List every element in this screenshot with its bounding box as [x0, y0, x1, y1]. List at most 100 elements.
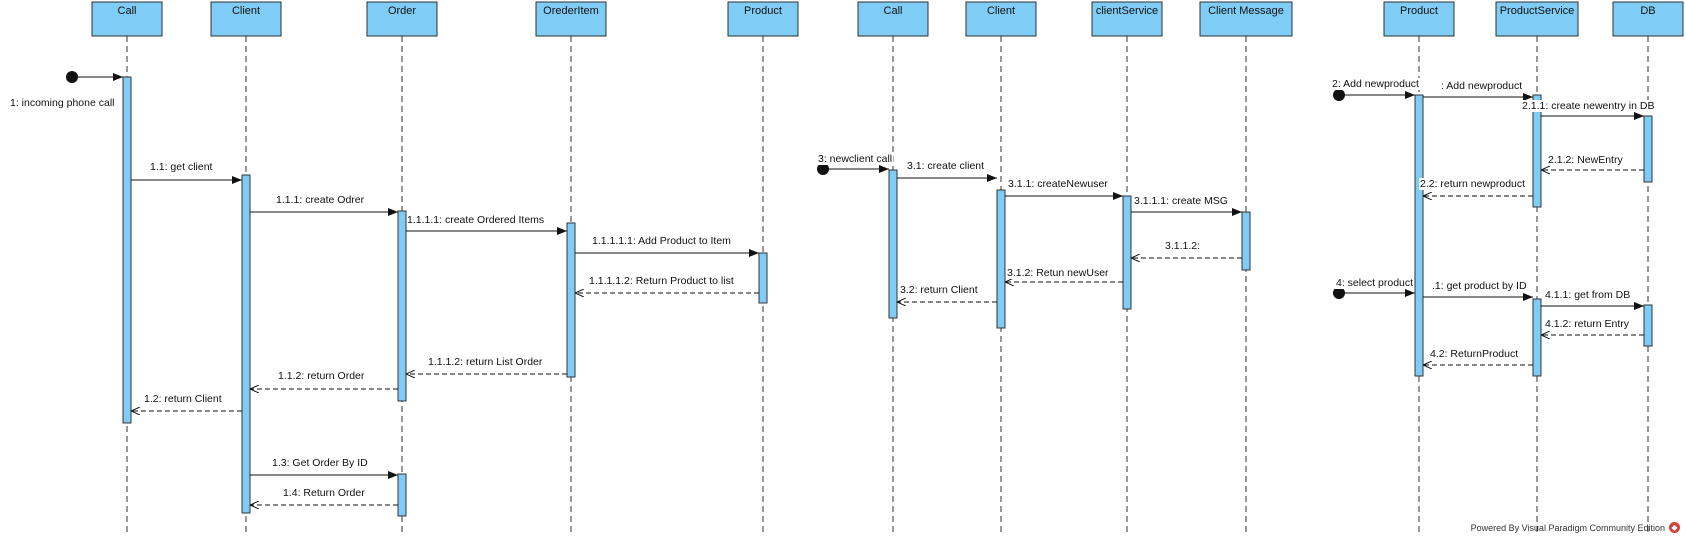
lifeline-client2[interactable]: Client — [965, 1, 1037, 536]
message-label: 1.1: get client — [150, 161, 213, 173]
message-m1-4[interactable]: 1.4: Return Order — [250, 487, 398, 505]
lifeline-box[interactable] — [857, 1, 929, 37]
message-m4-1[interactable]: .1: get product by ID — [1423, 280, 1533, 301]
message-label: : Add newproduct — [1441, 80, 1522, 92]
activation-bar-call1[interactable] — [122, 76, 132, 424]
lifeline-box[interactable] — [727, 1, 799, 37]
message-m1-1-1-1-2[interactable]: 1.1.1.1.2: Return Product to list — [575, 275, 759, 293]
message-label: 3.1.1.2: — [1165, 240, 1200, 252]
message-label-background — [1429, 348, 1520, 360]
lifeline-box[interactable] — [1091, 1, 1163, 37]
message-label: 3.1.2: Retun newUser — [1007, 267, 1109, 279]
message-m1[interactable]: 1: incoming phone call — [9, 71, 123, 109]
lifeline-box[interactable] — [1383, 1, 1455, 37]
activation-bar-productservice[interactable] — [1532, 298, 1542, 377]
lifeline-label: DB — [1640, 5, 1655, 17]
lifeline-box[interactable] — [965, 1, 1037, 37]
message-m4-2[interactable]: 4.2: ReturnProduct — [1423, 348, 1533, 365]
message-m1-1-2[interactable]: 1.1.2: return Order — [250, 370, 398, 389]
message-label-background — [1431, 280, 1528, 292]
message-m3-1-1-1[interactable]: 3.1.1.1: create MSG — [1131, 195, 1242, 216]
lifeline-orederitem[interactable]: OrederItem — [535, 1, 607, 536]
message-label-background — [1544, 318, 1631, 330]
lifeline-label: Call — [884, 5, 903, 17]
lifeline-box[interactable] — [210, 1, 282, 37]
message-label: 1.4: Return Order — [283, 487, 365, 499]
message-m3-1[interactable]: 3.1: create client — [897, 160, 997, 182]
message-m1-2[interactable]: 1.2: return Client — [131, 393, 242, 411]
activation-bar-order[interactable] — [397, 210, 407, 402]
message-label-background — [1419, 178, 1527, 190]
lifeline-db[interactable]: DB — [1612, 1, 1684, 536]
activation-bar-clientservice[interactable] — [1122, 195, 1132, 310]
activation-bar-clientmessage[interactable] — [1241, 211, 1251, 271]
message-m3-1-2[interactable]: 3.1.2: Retun newUser — [1005, 267, 1123, 282]
message-label: 1.1.1: create Odrer — [276, 194, 365, 206]
lifeline-label: Client — [232, 5, 260, 17]
message-m4-1-1[interactable]: 4.1.1: get from DB — [1541, 289, 1644, 310]
message-m1-1[interactable]: 1.1: get client — [131, 161, 242, 184]
lifeline-label: Call — [118, 5, 137, 17]
message-label-background — [1133, 195, 1229, 207]
message-m2-1-1[interactable]: 2.1.1: create newentry in DB — [1521, 100, 1656, 120]
message-label: 2.2: return newproduct — [1420, 178, 1525, 190]
activation-bar-product2[interactable] — [1414, 94, 1424, 377]
lifeline-box[interactable] — [535, 1, 607, 37]
activation-bar-client1[interactable] — [241, 174, 251, 514]
lifeline-label: Product — [744, 5, 782, 17]
message-label: 3.1: create client — [907, 160, 984, 172]
activation-bar-client2[interactable] — [996, 189, 1006, 329]
message-m1-1-1-2[interactable]: 1.1.1.2: return List Order — [406, 356, 567, 374]
message-label: 1.1.1.1.2: Return Product to list — [589, 275, 734, 287]
activation-bar-orederitem[interactable] — [566, 222, 576, 378]
activation-bar-call2[interactable] — [888, 169, 898, 319]
message-m3-2[interactable]: 3.2: return Client — [897, 284, 997, 302]
message-label-background — [1547, 154, 1625, 166]
message-m2-1[interactable]: : Add newproduct — [1423, 80, 1533, 101]
activation-bar-productservice[interactable] — [1532, 94, 1542, 208]
message-label-background — [817, 153, 894, 165]
message-label: 1.1.1.1: create Ordered Items — [407, 214, 544, 226]
activation-bar-db[interactable] — [1643, 115, 1653, 183]
lifeline-label: Order — [388, 5, 416, 17]
message-label: 1: incoming phone call — [10, 97, 114, 109]
message-m2[interactable]: 2: Add newproduct — [1331, 78, 1421, 101]
message-label-background — [1544, 289, 1632, 301]
message-label: 1.1.2: return Order — [278, 370, 365, 382]
activation-bar-db[interactable] — [1643, 304, 1653, 347]
lifeline-label: OrederItem — [543, 5, 599, 17]
message-m2-1-2[interactable]: 2.1.2: NewEntry — [1541, 154, 1644, 170]
activation-bar-order[interactable] — [397, 473, 407, 517]
footer-text: Powered By Visual Paradigm Community Edi… — [1470, 522, 1665, 533]
message-label: 2.1.1: create newentry in DB — [1522, 100, 1655, 112]
message-label-background — [1521, 100, 1656, 112]
message-m3[interactable]: 3: newclient call — [817, 153, 894, 175]
message-label: 1.1.1.1.1: Add Product to Item — [592, 235, 731, 247]
message-label-background — [899, 284, 979, 296]
lifeline-clientmessage[interactable]: Client Message — [1199, 1, 1293, 536]
messages: 1: incoming phone call 1.1: get client 1.1… — [9, 71, 1656, 505]
powered-by-footer: Powered By Visual Paradigm Community Edi… — [1471, 522, 1680, 533]
message-m4[interactable]: 4: select product — [1333, 277, 1415, 299]
message-m3-1-1-2[interactable]: 3.1.1.2: — [1131, 240, 1242, 258]
lifeline-client1[interactable]: Client — [210, 1, 282, 536]
message-label: 4.2: ReturnProduct — [1430, 348, 1518, 360]
message-label: 1.2: return Client — [144, 393, 222, 405]
message-m4-1-2[interactable]: 4.1.2: return Entry — [1541, 318, 1644, 335]
message-label-background — [1331, 78, 1421, 90]
lifeline-box[interactable] — [1612, 1, 1684, 37]
lifeline-box[interactable] — [91, 1, 163, 37]
activation-bars — [122, 76, 1653, 517]
message-m1-1-1-1[interactable]: 1.1.1.1: create Ordered Items — [406, 214, 567, 235]
lifeline-label: Product — [1400, 5, 1438, 17]
lifeline-label: Client — [987, 5, 1015, 17]
message-m3-1-1[interactable]: 3.1.1: createNewuser — [1005, 178, 1123, 200]
message-m2-2[interactable]: 2.2: return newproduct — [1419, 178, 1533, 196]
lifeline-box[interactable] — [1495, 1, 1579, 37]
activation-bar-product1[interactable] — [758, 252, 768, 304]
lifeline-box[interactable] — [366, 1, 438, 37]
lifeline-box[interactable] — [1199, 1, 1293, 37]
message-m1-3[interactable]: 1.3: Get Order By ID — [250, 457, 398, 479]
message-m1-1-1-1-1[interactable]: 1.1.1.1.1: Add Product to Item — [575, 235, 759, 257]
message-m1-1-1[interactable]: 1.1.1: create Odrer — [250, 194, 398, 216]
